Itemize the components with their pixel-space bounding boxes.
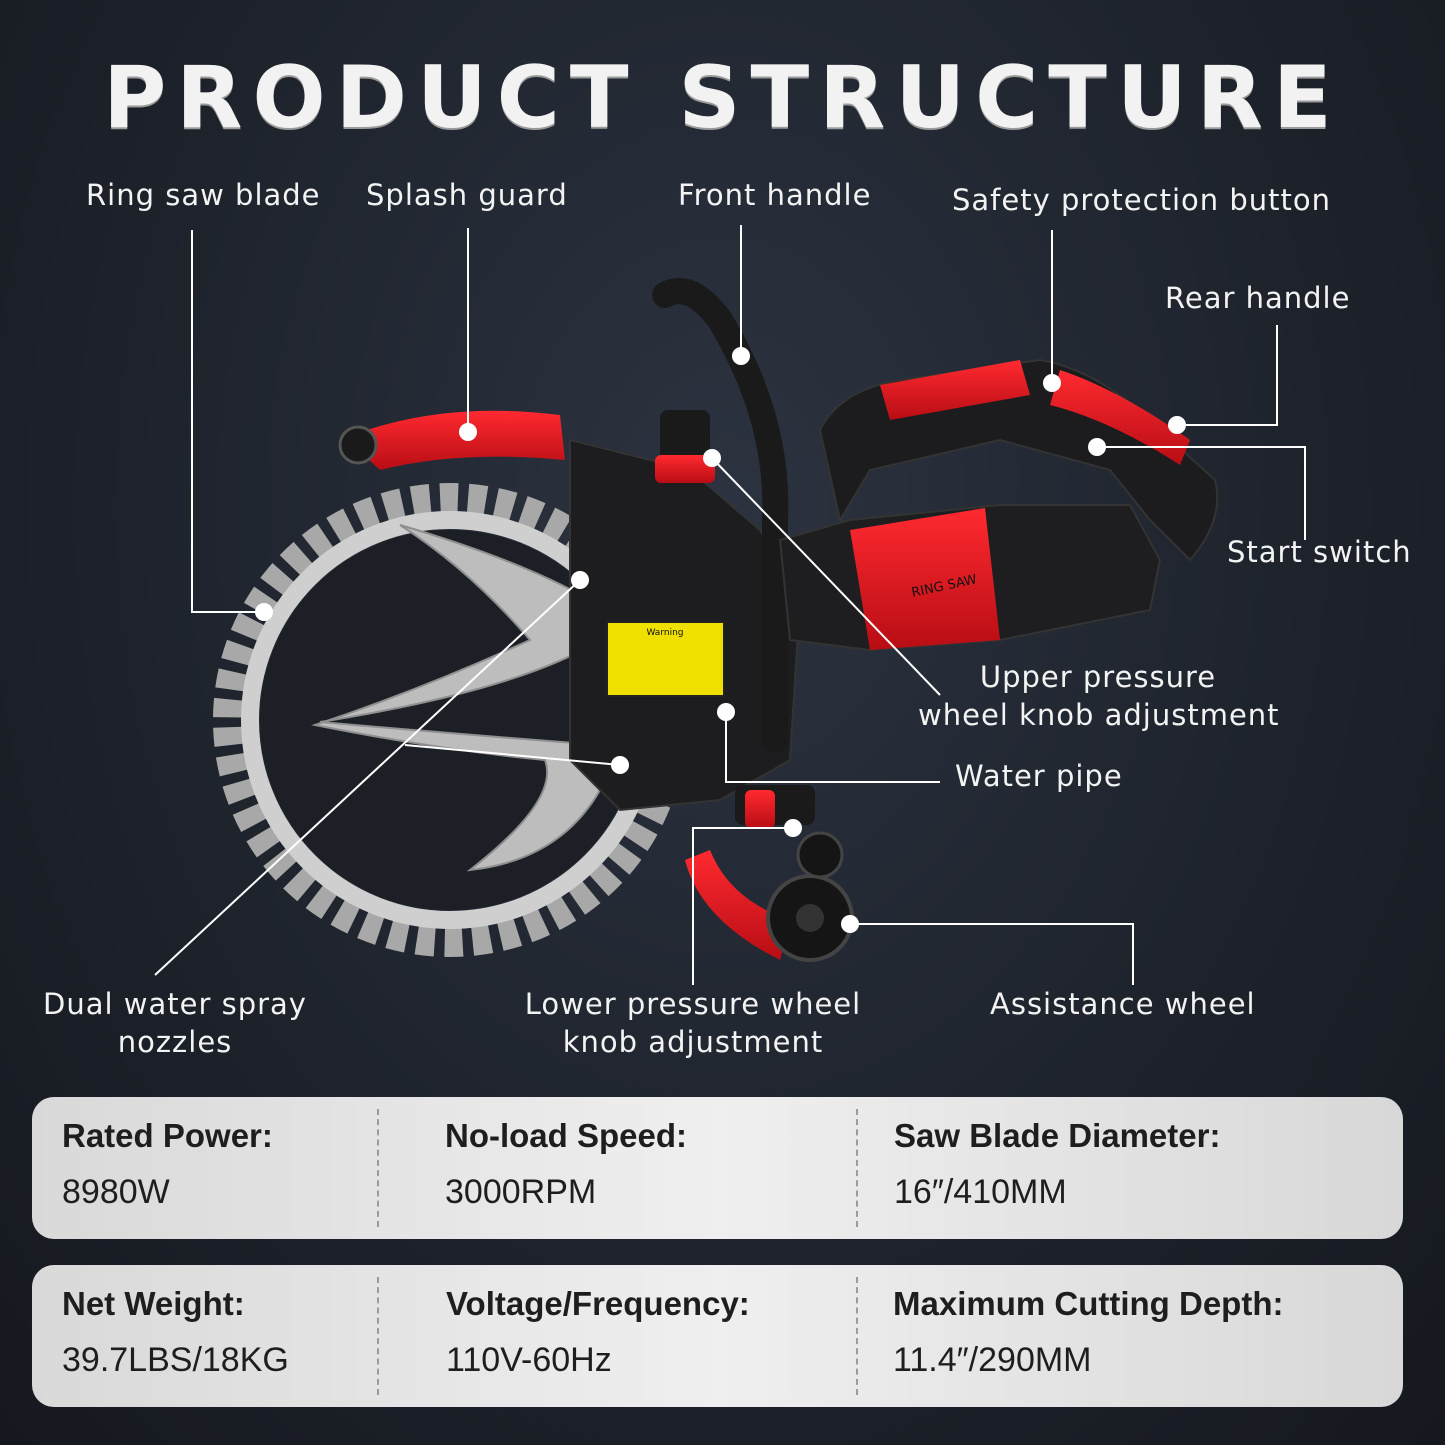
lower-red-guard <box>685 850 790 960</box>
spec-divider <box>856 1277 858 1395</box>
assistance-wheel <box>766 831 854 962</box>
spec-label: Maximum Cutting Depth: <box>893 1285 1284 1322</box>
rear-handle-red-grip <box>880 360 1030 420</box>
label-nozzles-line2: nozzles <box>117 1025 233 1059</box>
spec-card-row2: Net Weight: 39.7LBS/18KG Voltage/Frequen… <box>32 1265 1403 1407</box>
label-water-pipe: Water pipe <box>955 759 1123 793</box>
spec-divider <box>377 1277 379 1395</box>
motor-red-cover <box>850 508 1000 650</box>
label-start-switch: Start switch <box>1227 535 1412 569</box>
spec-value: 110V-60Hz <box>446 1341 612 1379</box>
label-upper-knob: Upper pressure wheel knob adjustment <box>918 658 1280 734</box>
lower-knob <box>735 785 815 828</box>
label-rear-handle: Rear handle <box>1165 281 1351 315</box>
spec-divider <box>856 1109 858 1227</box>
spec-label: Saw Blade Diameter: <box>894 1117 1221 1154</box>
spec-value: 3000RPM <box>445 1173 597 1211</box>
warning-sticker-text: Warning <box>646 628 683 638</box>
spec-card-row1: Rated Power: 8980W No-load Speed: 3000RP… <box>32 1097 1403 1239</box>
guard-roller <box>338 425 378 465</box>
spec-divider <box>377 1109 379 1227</box>
label-safety-button: Safety protection button <box>952 183 1331 217</box>
spec-label: Rated Power: <box>62 1117 273 1154</box>
label-lower-knob: Lower pressure wheel knob adjustment <box>518 985 868 1061</box>
spec-label: No-load Speed: <box>445 1117 688 1154</box>
spec-label: Net Weight: <box>62 1285 245 1322</box>
spec-value: 8980W <box>62 1173 170 1211</box>
spec-label: Voltage/Frequency: <box>446 1285 750 1322</box>
label-front-handle: Front handle <box>678 178 872 212</box>
upper-knob <box>655 410 715 483</box>
label-ring-saw-blade: Ring saw blade <box>86 178 321 212</box>
label-splash-guard: Splash guard <box>366 178 568 212</box>
label-nozzles: Dual water spray nozzles <box>40 985 310 1061</box>
splash-guard <box>345 410 565 470</box>
blade-inner-plate <box>311 524 602 872</box>
callout-lines <box>154 225 1306 985</box>
label-nozzles-line1: Dual water spray <box>43 987 307 1021</box>
callout-dots <box>255 347 1186 933</box>
label-lower-knob-line1: Lower pressure wheel <box>524 987 862 1021</box>
rear-handle-red-grip-2 <box>1050 370 1190 465</box>
label-lower-knob-line2: knob adjustment <box>562 1025 824 1059</box>
spec-value: 11.4″/290MM <box>893 1341 1092 1379</box>
page-title: PRODUCT STRUCTURE <box>103 48 1342 148</box>
label-upper-knob-line2: wheel knob adjustment <box>918 698 1280 732</box>
spec-value: 16″/410MM <box>894 1173 1067 1211</box>
label-assistance-wheel: Assistance wheel <box>990 987 1256 1021</box>
warning-sticker <box>606 621 725 697</box>
spec-value: 39.7LBS/18KG <box>62 1341 289 1379</box>
label-upper-knob-line1: Upper pressure <box>979 660 1217 694</box>
